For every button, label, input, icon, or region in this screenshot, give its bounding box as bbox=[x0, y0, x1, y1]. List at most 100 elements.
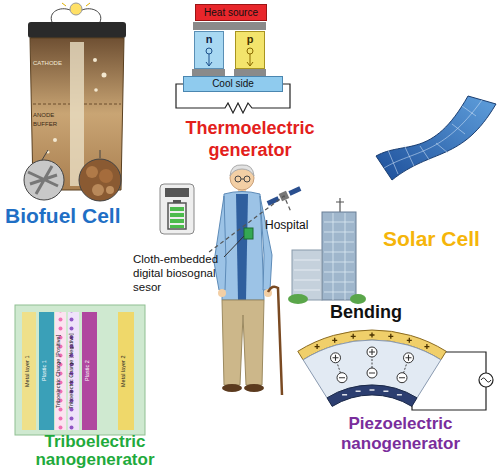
elderly-man-figure bbox=[241, 179, 244, 180]
voltmeter-symbol bbox=[479, 373, 493, 387]
charge-symbol bbox=[388, 334, 393, 339]
satellite-icon bbox=[267, 196, 280, 206]
heat-source-box: Heat source bbox=[195, 4, 267, 21]
biofuel-cell-illustration bbox=[79, 159, 121, 201]
part-name: Metal layer 1 bbox=[24, 314, 34, 428]
satellite-icon bbox=[266, 185, 302, 207]
biofuel-cell-illustration bbox=[99, 169, 113, 183]
part-name: Triboelectric Charge [Positive] bbox=[55, 314, 66, 428]
battery-widget bbox=[170, 225, 184, 228]
node-text: Cool side bbox=[184, 78, 282, 90]
thermoelectric-illustration bbox=[192, 69, 225, 76]
charge-symbol bbox=[397, 394, 402, 395]
elderly-man-figure bbox=[260, 196, 272, 290]
device-title: Biofuel Cell bbox=[5, 204, 145, 228]
battery-widget bbox=[170, 207, 184, 211]
elderly-man-figure bbox=[222, 192, 264, 301]
hospital-illustration bbox=[336, 198, 344, 212]
biofuel-cell-illustration bbox=[62, 3, 90, 6]
satellite-icon bbox=[279, 191, 290, 202]
biofuel-cell-illustration bbox=[28, 22, 126, 38]
carrier-arrow bbox=[206, 48, 253, 66]
hospital-illustration bbox=[288, 198, 366, 304]
cool-side-box: Cool side bbox=[183, 76, 283, 92]
biofuel-cell-illustration bbox=[53, 138, 57, 142]
piezoelectric-illustration bbox=[298, 330, 493, 410]
triboelectric-illustration bbox=[15, 305, 145, 435]
part-name: Triboelectric Charge [Negative] bbox=[68, 314, 79, 428]
biofuel-cell-illustration bbox=[106, 186, 114, 194]
battery-widget bbox=[170, 213, 184, 217]
elderly-man-figure bbox=[222, 300, 264, 385]
sensor-caption: Cloth-embedded digital biosognal sesor bbox=[133, 252, 229, 294]
hospital-illustration bbox=[292, 250, 322, 300]
solar-cell-illustration bbox=[376, 96, 496, 180]
elderly-man-figure bbox=[230, 165, 254, 176]
part-name: ANODE bbox=[33, 112, 54, 119]
biofuel-cell-illustration bbox=[42, 150, 100, 160]
biofuel-cell-illustration bbox=[102, 73, 107, 78]
biofuel-cell-illustration bbox=[24, 160, 64, 200]
piezoelectric-illustration bbox=[412, 352, 486, 410]
charge-symbol bbox=[315, 344, 320, 349]
dipole-symbol bbox=[331, 347, 414, 383]
elderly-man-figure bbox=[244, 228, 253, 239]
part-name: BUFFER bbox=[33, 121, 57, 128]
biofuel-cell-illustration bbox=[92, 184, 104, 196]
voltmeter-symbol bbox=[481, 378, 491, 382]
hospital-building: Hospital bbox=[265, 212, 357, 302]
node-text: Cloth-embedded digital biosognal sesor bbox=[133, 252, 229, 294]
node-text: p bbox=[236, 33, 264, 45]
part-name: CATHODE bbox=[33, 60, 62, 67]
carrier-arrow bbox=[206, 48, 212, 54]
device-title: Triboelectric nanogenerator bbox=[15, 433, 175, 469]
charge-symbol bbox=[315, 333, 430, 395]
biofuel-cell-illustration bbox=[28, 166, 58, 194]
charge-symbol bbox=[332, 338, 337, 343]
device-title: Piezoelectric nanogenerator bbox=[318, 414, 483, 454]
carrier-arrow bbox=[247, 54, 253, 66]
dipole-symbol bbox=[339, 373, 405, 378]
battery-widget bbox=[170, 219, 184, 223]
part-name: Plastic 1 bbox=[41, 314, 52, 428]
triboelectric-illustration bbox=[82, 312, 97, 430]
hospital-illustration bbox=[288, 294, 308, 304]
charge-symbol bbox=[407, 338, 412, 343]
biofuel-cell-illustration bbox=[33, 104, 121, 105]
battery-widget bbox=[160, 184, 194, 234]
p-type-leg: p bbox=[235, 31, 265, 69]
elderly-man-figure bbox=[214, 165, 282, 395]
biofuel-cell-illustration bbox=[70, 42, 84, 186]
carrier-arrow bbox=[206, 54, 212, 66]
charge-symbol bbox=[342, 394, 347, 395]
biofuel-cell-illustration bbox=[24, 3, 126, 201]
hospital-illustration bbox=[324, 213, 354, 300]
device-title: Thermoelectric generator bbox=[160, 117, 340, 161]
charge-symbol bbox=[370, 390, 375, 391]
solar-cell-illustration bbox=[388, 106, 476, 174]
elderly-man-figure bbox=[222, 384, 242, 392]
node-text: Hospital bbox=[265, 218, 357, 232]
dashed-link bbox=[209, 196, 291, 252]
charge-symbol bbox=[356, 391, 361, 392]
elderly-man-figure bbox=[268, 287, 282, 395]
triboelectric-illustration bbox=[39, 312, 54, 430]
elderly-man-figure bbox=[235, 176, 241, 182]
charge-symbol bbox=[424, 344, 429, 349]
n-type-leg: n bbox=[194, 31, 224, 69]
triboelectric-illustration bbox=[15, 305, 145, 435]
biofuel-cell-illustration bbox=[86, 166, 98, 178]
battery-widget bbox=[160, 184, 194, 234]
elderly-man-figure bbox=[214, 196, 226, 290]
elderly-man-figure bbox=[218, 289, 226, 297]
motion-label: Bending bbox=[330, 302, 402, 323]
hospital-illustration bbox=[322, 212, 356, 300]
biofuel-cell-illustration bbox=[70, 3, 82, 15]
triboelectric-illustration bbox=[118, 312, 134, 430]
thermoelectric-illustration bbox=[176, 22, 290, 113]
triboelectric-illustration bbox=[22, 312, 36, 430]
dipole-symbol bbox=[333, 349, 412, 361]
biofuel-cell-illustration bbox=[94, 88, 98, 92]
